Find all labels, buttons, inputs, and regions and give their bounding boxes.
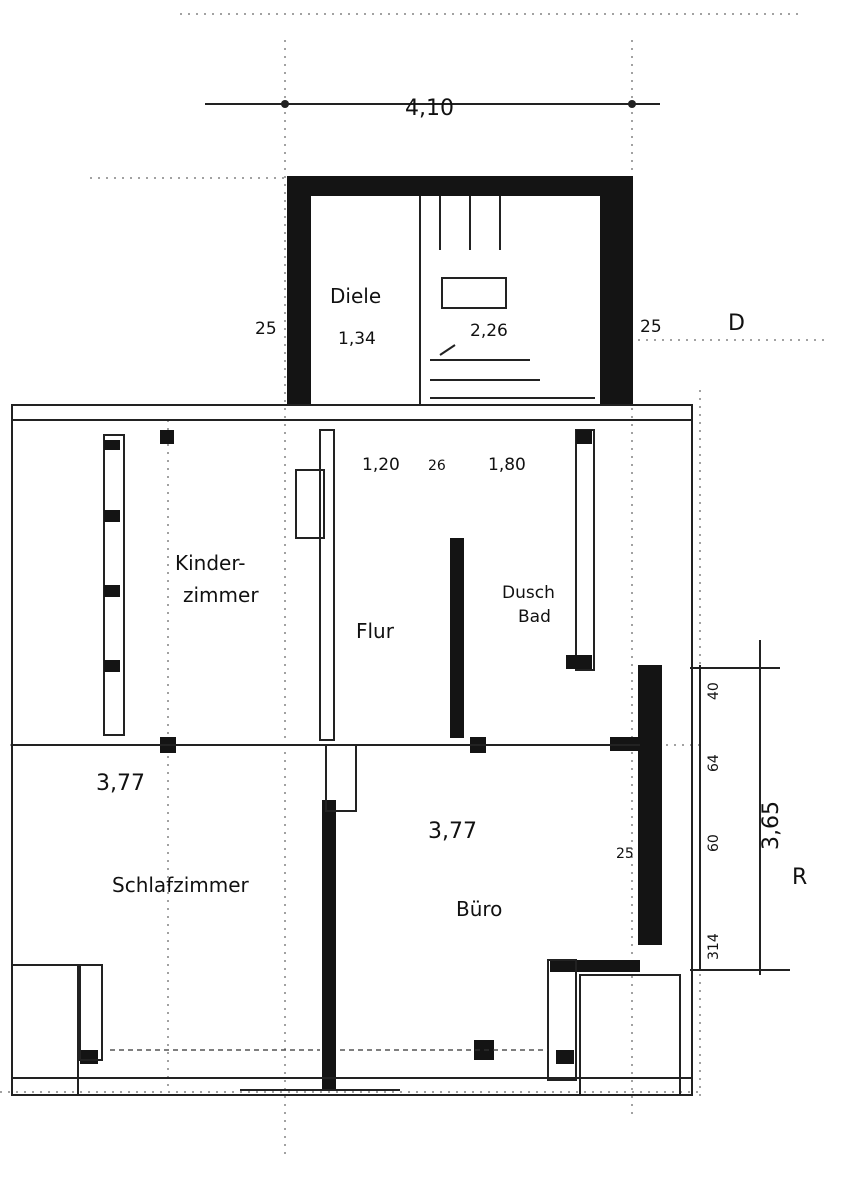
interior-walls: [11, 429, 681, 1096]
dim-stair-width: 2,26: [470, 321, 508, 341]
room-label-kinderzimmer-1: Kinder-: [175, 551, 246, 575]
dim-flur-width: 1,20: [362, 455, 400, 475]
room-label-duschbad-1: Dusch: [502, 583, 555, 603]
room-label-duschbad-2: Bad: [518, 607, 551, 627]
room-label-diele: Diele: [330, 284, 381, 308]
marker-d: D: [728, 311, 745, 336]
room-label-schlafzimmer: Schlafzimmer: [112, 873, 250, 897]
dim-right-wall: 25: [640, 317, 662, 337]
dim-right-314: 314: [706, 933, 722, 960]
dim-diele-width: 1,34: [338, 329, 376, 349]
dim-buero-width: 3,77: [428, 819, 477, 844]
dim-right-40: 40: [706, 682, 722, 700]
dim-left-wall: 25: [255, 319, 277, 339]
main-walls: [11, 404, 693, 1096]
dim-wall-25b: 25: [616, 846, 634, 862]
marker-r: R: [792, 865, 807, 890]
dim-schlafzimmer-width: 3,77: [96, 771, 145, 796]
staircase: [419, 196, 595, 405]
room-label-flur: Flur: [356, 619, 395, 643]
right-dimension-chain: [690, 640, 790, 975]
diele-walls: [287, 176, 633, 404]
dim-right-64: 64: [706, 754, 722, 772]
top-dimension-line: [205, 100, 660, 108]
room-label-buero: Büro: [456, 897, 502, 921]
dim-bad-width: 1,80: [488, 455, 526, 475]
dim-small-wall: 26: [428, 458, 446, 474]
dim-top-width: 4,10: [405, 96, 454, 121]
kinderzimmer-window-wall: [103, 430, 174, 736]
dim-right-60: 60: [706, 834, 722, 852]
room-label-kinderzimmer-2: zimmer: [183, 583, 259, 607]
dim-right-365: 3,65: [759, 801, 784, 850]
